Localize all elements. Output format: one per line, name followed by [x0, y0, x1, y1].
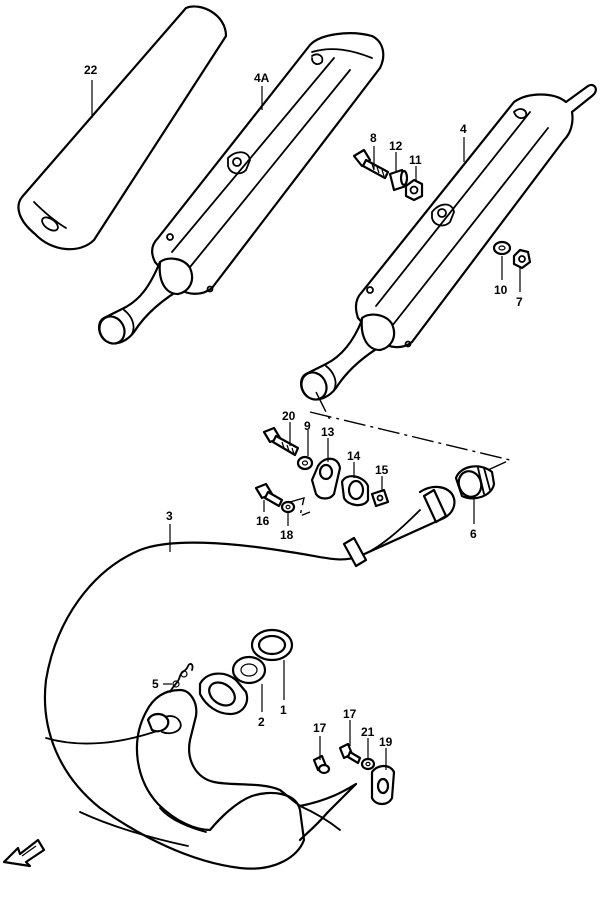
part-9-washer: [296, 455, 314, 471]
part-1-gasket: [250, 628, 294, 662]
part-18-washer: [280, 500, 296, 514]
callout-20: 20: [282, 409, 296, 423]
part-17-bolt-upper: [338, 742, 362, 765]
callout-11: 11: [409, 153, 422, 167]
callout-14: 14: [347, 449, 361, 463]
callout-9: 9: [304, 419, 311, 433]
part-19-bracket: [370, 764, 396, 806]
part-12-collar: [388, 168, 409, 192]
part-21-washer: [360, 757, 376, 771]
part-7-nut: [512, 248, 532, 270]
callout-18: 18: [280, 528, 294, 542]
callout-5: 5: [152, 677, 159, 691]
part-15-collar: [370, 488, 390, 508]
callout-1: 1: [280, 703, 287, 717]
assembly-lines: [289, 391, 513, 518]
callout-12: 12: [389, 139, 403, 153]
callout-10: 10: [494, 283, 508, 297]
part-13-bracket: [310, 457, 342, 500]
part-10-washer: [492, 240, 512, 256]
callout-8: 8: [370, 131, 377, 145]
part-22-cover: [17, 5, 228, 251]
part-5-spring: [169, 663, 194, 693]
callout-4a: 4A: [254, 71, 270, 85]
part-2-gasket: [231, 655, 267, 685]
callout-4: 4: [460, 122, 467, 136]
part-4-muffler: [300, 83, 597, 401]
callout-13: 13: [321, 425, 335, 439]
leader-lines: [91, 80, 521, 770]
callout-16: 16: [256, 514, 270, 528]
callout-6: 6: [470, 527, 477, 541]
part-8-bolt: [352, 148, 390, 180]
callout-22: 22: [84, 63, 98, 77]
callout-labels: 22 4A 4 8 12 11 10 7 20 9 13 14 15 16 18…: [84, 63, 523, 749]
part-11-nut: [404, 178, 424, 202]
callout-7: 7: [516, 295, 523, 309]
callout-3: 3: [166, 509, 173, 523]
callout-2: 2: [258, 715, 265, 729]
forward-arrow-icon: [2, 838, 46, 868]
callout-21: 21: [361, 725, 375, 739]
part-16-bolt: [254, 482, 284, 508]
callout-17-upper: 17: [343, 707, 357, 721]
callout-19: 19: [379, 735, 393, 749]
part-14-damper: [340, 475, 370, 507]
part-4a-muffler: [98, 32, 385, 345]
callout-15: 15: [375, 463, 389, 477]
callout-17-lower: 17: [313, 721, 327, 735]
part-20-bolt: [262, 426, 300, 457]
part-6-grommet: [454, 465, 496, 500]
part-17-bolt-lower: [312, 754, 331, 775]
